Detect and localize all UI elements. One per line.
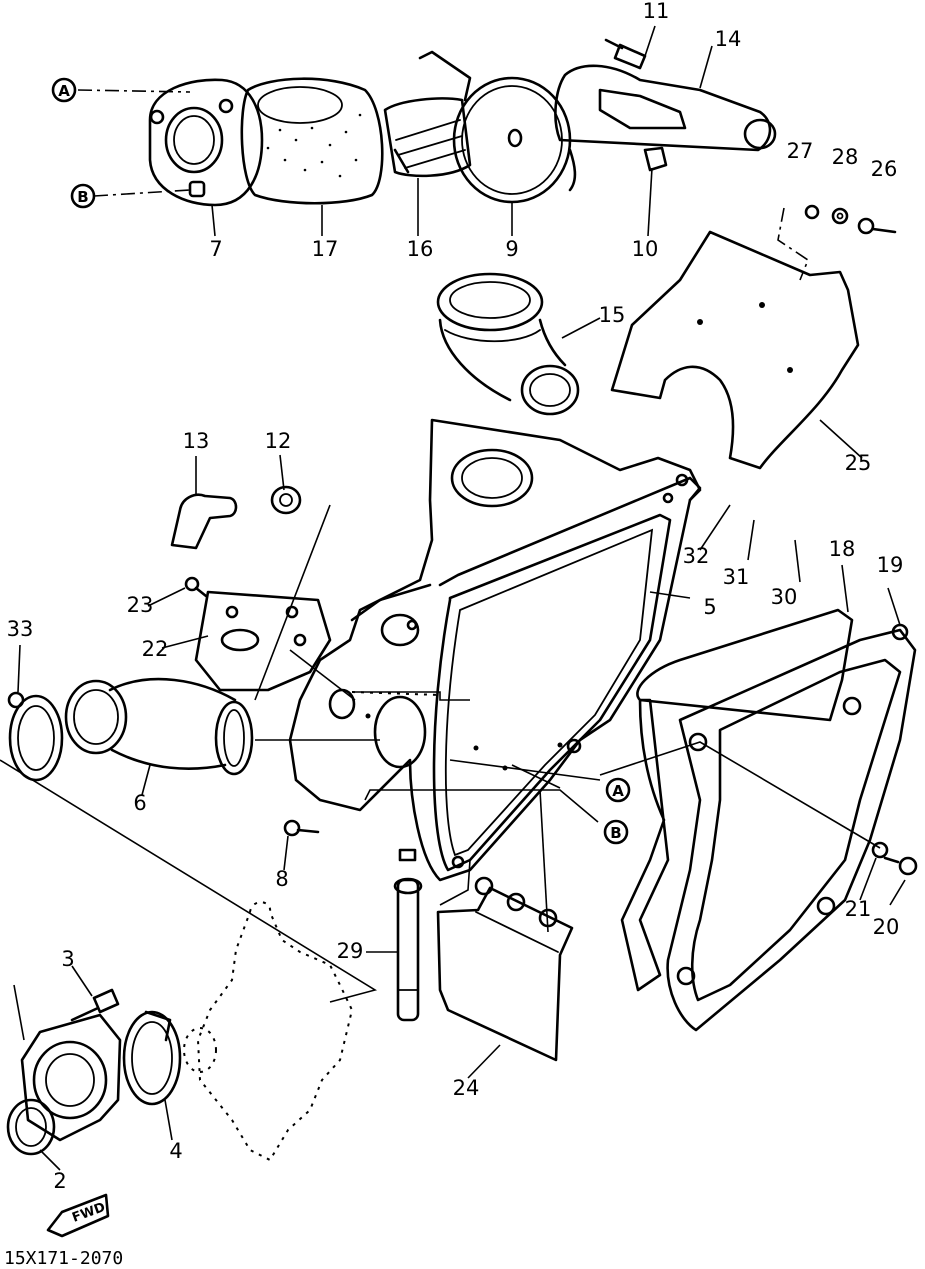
air-filter-case-5: [288, 418, 702, 882]
fwd-label: FWD: [70, 1200, 107, 1226]
intake-joint-6: [64, 677, 254, 776]
air-duct-15: [436, 272, 580, 416]
label-part-20: 20: [873, 915, 900, 939]
label-part-3: 3: [61, 947, 74, 971]
cover-bracket-14: [554, 64, 777, 192]
diagram-code: 15X171-2070: [4, 1248, 123, 1269]
damper-21: [871, 841, 889, 859]
svg-text:A: A: [58, 82, 70, 100]
screw-26: [857, 217, 897, 235]
label-part-10: 10: [632, 237, 659, 261]
side-cover-19: [666, 623, 917, 1032]
label-part-19: 19: [877, 553, 904, 577]
svg-text:A: A: [612, 782, 624, 800]
ref-marker-a-top: A: [51, 77, 77, 103]
carburetor-outline: [183, 901, 354, 1162]
clip-10: [643, 146, 668, 172]
air-filter-element-17: [240, 77, 384, 205]
screw-20: [883, 856, 918, 876]
hose-clamp-33: [7, 691, 64, 782]
label-part-2: 2: [53, 1169, 66, 1193]
svg-text:B: B: [610, 824, 621, 842]
label-part-14: 14: [715, 27, 742, 51]
bolt-11: [604, 38, 647, 70]
label-part-15: 15: [599, 303, 626, 327]
side-cover-gasket-18: [620, 608, 854, 992]
label-part-29: 29: [337, 939, 364, 963]
label-part-31: 31: [723, 565, 750, 589]
label-part-16: 16: [407, 237, 434, 261]
label-part-27: 27: [787, 139, 814, 163]
label-part-18: 18: [829, 537, 856, 561]
label-part-23: 23: [127, 593, 154, 617]
drain-hose-29: [393, 848, 423, 1022]
label-part-33: 33: [7, 617, 34, 641]
label-part-24: 24: [453, 1076, 480, 1100]
svg-text:B: B: [77, 188, 88, 206]
label-part-9: 9: [505, 237, 518, 261]
label-part-25: 25: [845, 451, 872, 475]
label-part-32: 32: [683, 544, 710, 568]
label-part-5: 5: [703, 595, 716, 619]
battery-box-24: [436, 876, 574, 1062]
bolt-3: [70, 988, 120, 1022]
label-part-22: 22: [142, 637, 169, 661]
label-part-30: 30: [771, 585, 798, 609]
side-plate-25: [610, 230, 860, 470]
label-part-17: 17: [312, 237, 339, 261]
grommet-12: [270, 485, 302, 515]
label-part-26: 26: [871, 157, 898, 181]
label-part-28: 28: [832, 145, 859, 169]
label-part-7: 7: [209, 237, 222, 261]
air-filter-case-cap-7: [148, 78, 264, 207]
leader-lines: [0, 25, 906, 1171]
ref-marker-a-case: A: [605, 777, 631, 803]
nut-28: [831, 207, 849, 225]
screw-23: [184, 576, 208, 598]
screw-8: [283, 819, 320, 837]
label-part-4: 4: [169, 1139, 182, 1163]
label-part-11: 11: [643, 0, 670, 23]
ref-marker-b-case: B: [603, 819, 629, 845]
joint-13: [170, 493, 238, 550]
air-filter-case-cover-9: [418, 50, 572, 204]
label-part-8: 8: [275, 867, 288, 891]
part-number-labels: 7 17 16 9 10 11 14 27 28 26 15 25 13 12 …: [7, 0, 904, 1193]
fwd-arrow-mark: FWD: [46, 1193, 110, 1238]
plate-22: [194, 590, 332, 692]
label-part-6: 6: [133, 791, 146, 815]
air-filter-guide-16: [383, 97, 472, 178]
washer-27: [804, 204, 820, 220]
label-part-13: 13: [183, 429, 210, 453]
ref-marker-b-top: B: [70, 183, 96, 209]
label-part-21: 21: [845, 897, 872, 921]
label-part-12: 12: [265, 429, 292, 453]
manifold-joint-2: [6, 1013, 122, 1156]
hose-clamp-4: [122, 1010, 182, 1106]
